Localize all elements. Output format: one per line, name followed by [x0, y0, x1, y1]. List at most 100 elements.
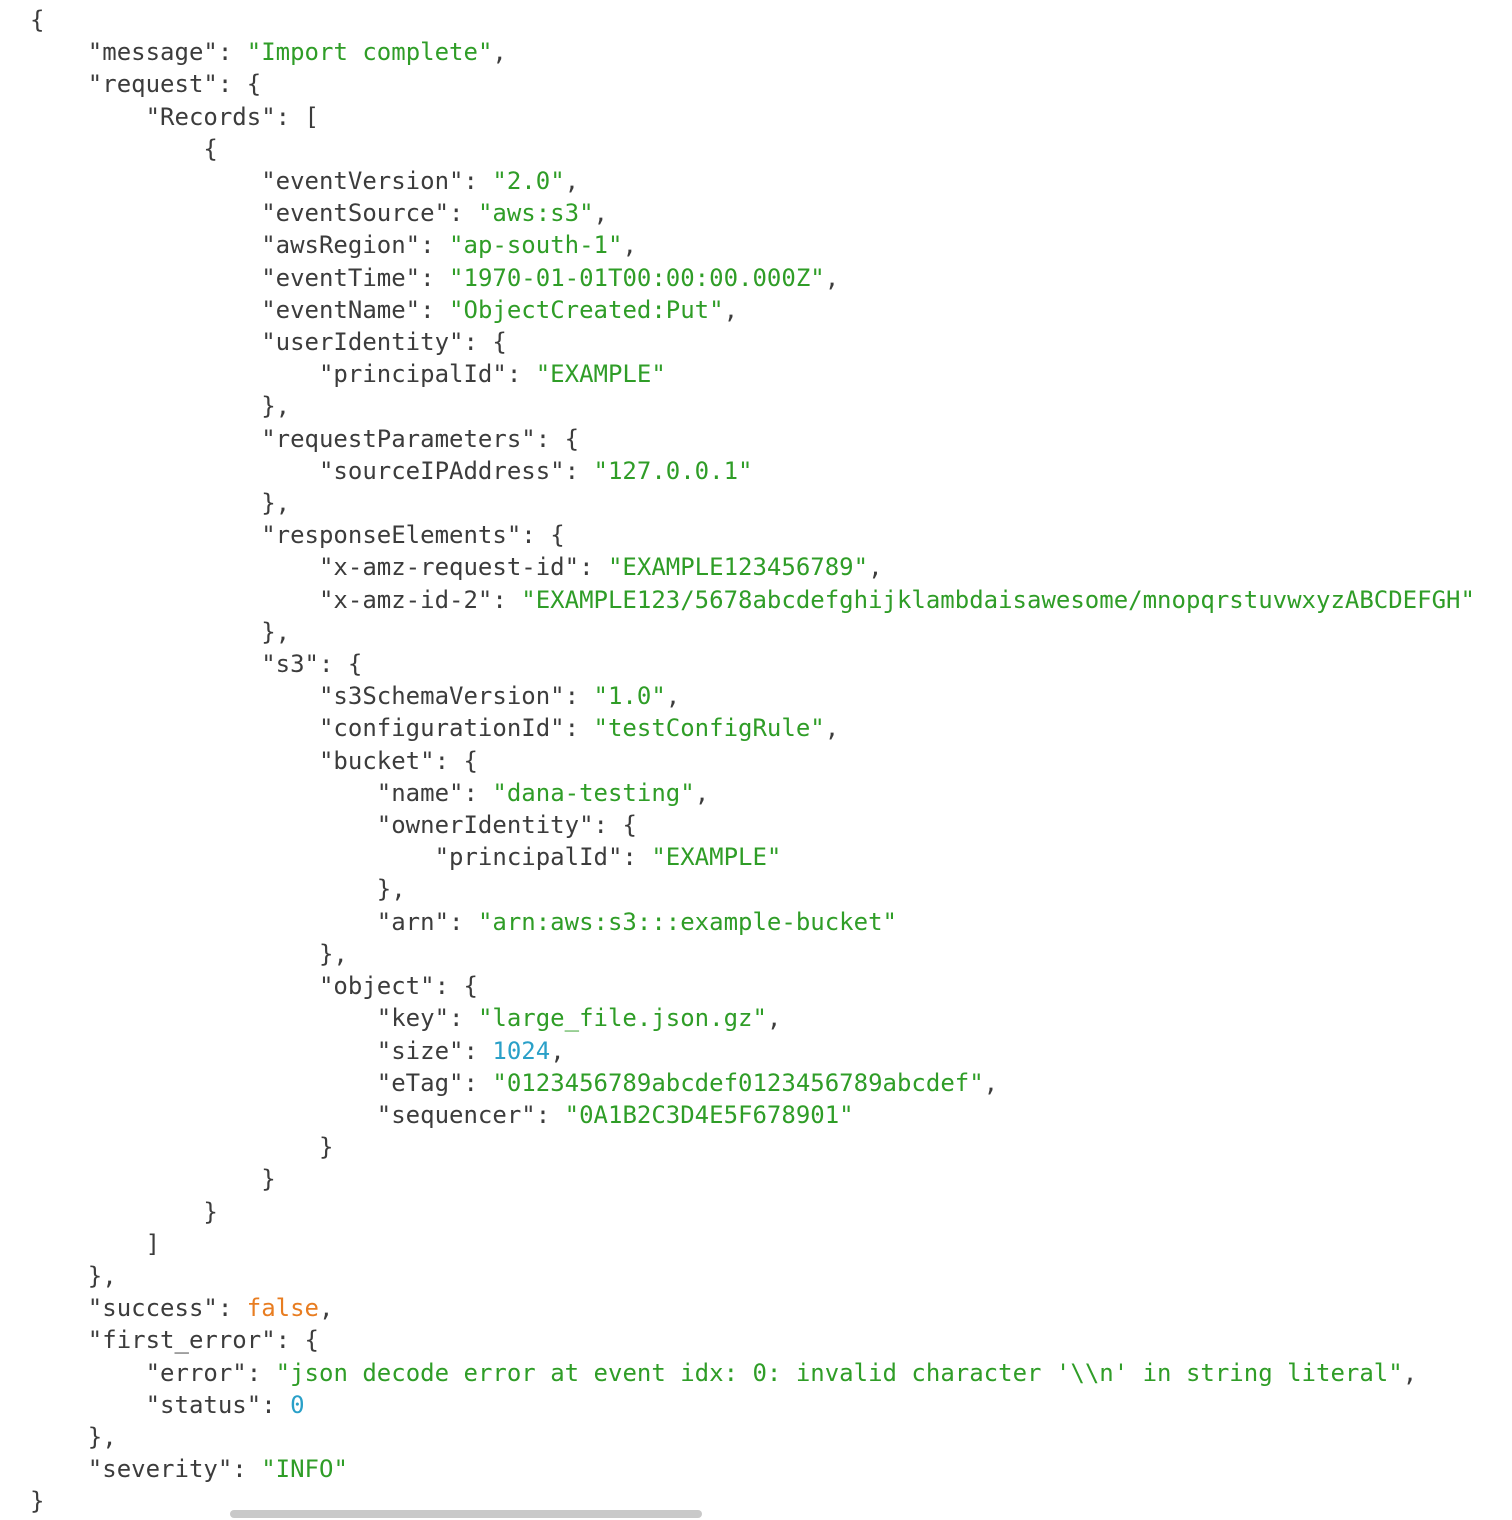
- json-key: "message": [87, 38, 218, 67]
- json-punctuation: },: [261, 617, 291, 646]
- indent-whitespace: [30, 940, 319, 968]
- json-punctuation: ]: [145, 1229, 161, 1258]
- json-punctuation: :: [463, 1036, 493, 1065]
- json-punctuation: ,: [824, 714, 840, 743]
- json-key: "success": [87, 1294, 218, 1323]
- code-line: }: [30, 1163, 1512, 1195]
- code-line: "eventTime": "1970-01-01T00:00:00.000Z",: [30, 262, 1512, 294]
- code-line: "awsRegion": "ap-south-1",: [30, 229, 1512, 261]
- json-punctuation: },: [261, 489, 291, 518]
- indent-whitespace: [30, 360, 319, 388]
- indent-whitespace: [30, 1359, 146, 1387]
- code-line: "eventSource": "aws:s3",: [30, 197, 1512, 229]
- json-punctuation: :: [492, 585, 522, 614]
- indent-whitespace: [30, 586, 319, 614]
- indent-whitespace: [30, 1037, 377, 1065]
- code-line: "principalId": "EXAMPLE": [30, 841, 1512, 873]
- json-key: "first_error": [87, 1326, 276, 1355]
- json-punctuation: },: [87, 1261, 117, 1290]
- json-punctuation: :: [318, 650, 348, 679]
- code-line: },: [30, 1421, 1512, 1453]
- code-line: "sequencer": "0A1B2C3D4E5F678901": [30, 1099, 1512, 1131]
- json-punctuation: {: [550, 521, 565, 550]
- indent-whitespace: [30, 972, 319, 1000]
- json-punctuation: :: [463, 328, 493, 357]
- json-string-value: "EXAMPLE123/5678abcdefghijklambdaisaweso…: [521, 585, 1475, 614]
- indent-whitespace: [30, 714, 319, 742]
- code-line: "severity": "INFO": [30, 1453, 1512, 1485]
- json-punctuation: }: [30, 1487, 45, 1516]
- json-string-value: "2.0": [492, 167, 565, 196]
- code-line: "configurationId": "testConfigRule",: [30, 712, 1512, 744]
- json-punctuation: :: [434, 972, 464, 1001]
- json-punctuation: :: [564, 714, 594, 743]
- indent-whitespace: [30, 618, 261, 646]
- json-punctuation: :: [521, 521, 551, 550]
- json-string-value: "aws:s3": [477, 199, 594, 228]
- indent-whitespace: [30, 1101, 377, 1129]
- json-punctuation: }: [261, 1165, 276, 1194]
- indent-whitespace: [30, 103, 146, 131]
- json-key: "name": [376, 778, 464, 807]
- indent-whitespace: [30, 843, 435, 871]
- json-punctuation: :: [275, 102, 305, 131]
- json-punctuation: :: [217, 70, 247, 99]
- json-string-value: "EXAMPLE123456789": [607, 553, 869, 582]
- indent-whitespace: [30, 1133, 319, 1161]
- json-punctuation: :: [420, 295, 450, 324]
- code-line: "requestParameters": {: [30, 423, 1512, 455]
- json-key: "eventSource": [261, 199, 450, 228]
- code-line: "success": false,: [30, 1292, 1512, 1324]
- code-line: "responseElements": {: [30, 519, 1512, 551]
- json-key: "principalId": [318, 360, 507, 389]
- json-punctuation: :: [420, 263, 450, 292]
- json-key: "error": [145, 1358, 247, 1387]
- json-string-value: "ObjectCreated:Put": [449, 295, 724, 324]
- code-line: },: [30, 938, 1512, 970]
- json-boolean-value: false: [246, 1294, 319, 1323]
- json-punctuation: :: [593, 811, 623, 840]
- code-line: "object": {: [30, 970, 1512, 1002]
- code-line: "principalId": "EXAMPLE": [30, 358, 1512, 390]
- indent-whitespace: [30, 135, 203, 163]
- json-punctuation: ,: [665, 682, 681, 711]
- json-key: "x-amz-request-id": [318, 553, 580, 582]
- indent-whitespace: [30, 328, 261, 356]
- json-punctuation: :: [420, 231, 450, 260]
- json-punctuation: ,: [983, 1068, 999, 1097]
- indent-whitespace: [30, 1423, 88, 1451]
- indent-whitespace: [30, 1326, 88, 1354]
- json-punctuation: :: [463, 1068, 493, 1097]
- indent-whitespace: [30, 875, 377, 903]
- json-punctuation: ,: [622, 231, 637, 260]
- code-line: }: [30, 1131, 1512, 1163]
- json-key: "eventTime": [261, 263, 421, 292]
- code-line: "x-amz-id-2": "EXAMPLE123/5678abcdefghij…: [30, 584, 1512, 616]
- code-line: }: [30, 1485, 1512, 1517]
- indent-whitespace: [30, 1262, 88, 1290]
- json-punctuation: {: [30, 6, 45, 34]
- json-punctuation: ,: [824, 263, 840, 292]
- json-key: "sequencer": [376, 1100, 536, 1129]
- json-key: "key": [376, 1004, 450, 1033]
- json-punctuation: :: [449, 907, 478, 936]
- horizontal-scrollbar-thumb[interactable]: [230, 1510, 702, 1518]
- indent-whitespace: [30, 1004, 377, 1032]
- code-line: },: [30, 616, 1512, 648]
- json-string-value: "0123456789abcdef0123456789abcdef": [492, 1068, 984, 1097]
- json-key: "request": [87, 70, 218, 99]
- json-punctuation: },: [261, 392, 291, 421]
- json-punctuation: :: [564, 456, 594, 485]
- code-line: },: [30, 390, 1512, 422]
- code-line: "s3SchemaVersion": "1.0",: [30, 680, 1512, 712]
- json-key: "responseElements": [261, 521, 522, 550]
- json-key: "severity": [87, 1455, 233, 1484]
- json-punctuation: :: [449, 199, 478, 228]
- code-line: ]: [30, 1228, 1512, 1260]
- code-line: "eventName": "ObjectCreated:Put",: [30, 294, 1512, 326]
- json-punctuation: :: [535, 424, 565, 453]
- json-punctuation: :: [564, 682, 594, 711]
- json-string-value: "dana-testing": [492, 778, 695, 807]
- indent-whitespace: [30, 811, 377, 839]
- indent-whitespace: [30, 1294, 88, 1322]
